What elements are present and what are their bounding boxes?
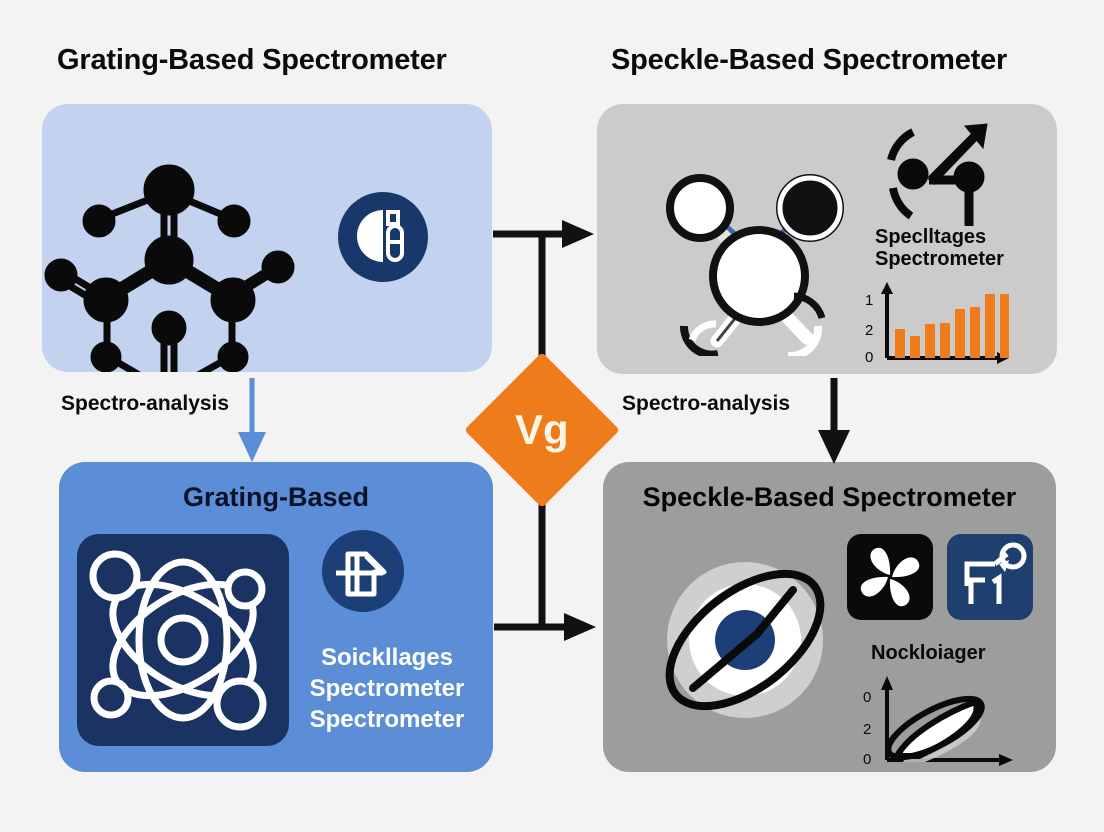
card-label-stack-grating: Soickllages Spectrometer Spectrometer [309, 644, 465, 734]
caption-spectro-analysis-left: Spectro-analysis [61, 392, 230, 415]
page-title-left: Grating-Based Spectrometer [57, 44, 447, 76]
page-title-right: Speckle-Based Spectrometer [611, 44, 1008, 76]
vg-badge-label: Vg [515, 405, 569, 453]
svg-text:0: 0 [863, 751, 871, 768]
svg-text:2: 2 [863, 721, 871, 738]
minichart-title-bottom-right: Nockloiager [871, 642, 986, 664]
speckle-rings-icon [665, 562, 825, 718]
card-heading-speckle: Speckle-Based Spectrometer [642, 482, 1017, 512]
grating-arrow-icon [322, 530, 404, 612]
line-chart-nockloiager: 0 2 0 [863, 676, 1013, 768]
card-grating-spectrometer-top[interactable] [42, 104, 492, 372]
card-speckle-spectrometer-bottom[interactable]: Speckle-Based Spectrometer [603, 462, 1056, 772]
svg-text:2: 2 [865, 322, 873, 339]
card-speckle-spectrometer-top[interactable]: Speclltages Spectrometer 1 2 0 [597, 104, 1057, 374]
f1-pointer-icon [947, 534, 1033, 620]
svg-text:0: 0 [863, 689, 871, 706]
card-grating-spectrometer-bottom[interactable]: Grating-Based [59, 462, 493, 772]
minichart-title-top-right: Speclltages Spectrometer [875, 226, 1004, 271]
molecule-icon [44, 164, 295, 372]
bar-chart-speckle: 1 2 0 [865, 282, 1009, 366]
svg-text:0: 0 [865, 349, 873, 366]
svg-text:1: 1 [865, 292, 873, 309]
card-heading-grating: Grating-Based [182, 482, 370, 512]
half-moon-flask-icon [338, 192, 428, 282]
pinwheel-icon [847, 534, 933, 620]
caption-spectro-analysis-right: Spectro-analysis [622, 392, 791, 415]
speckle-arrow-icon [887, 123, 988, 226]
atom-icon [77, 534, 289, 746]
molecule-outline-icon [666, 174, 844, 356]
